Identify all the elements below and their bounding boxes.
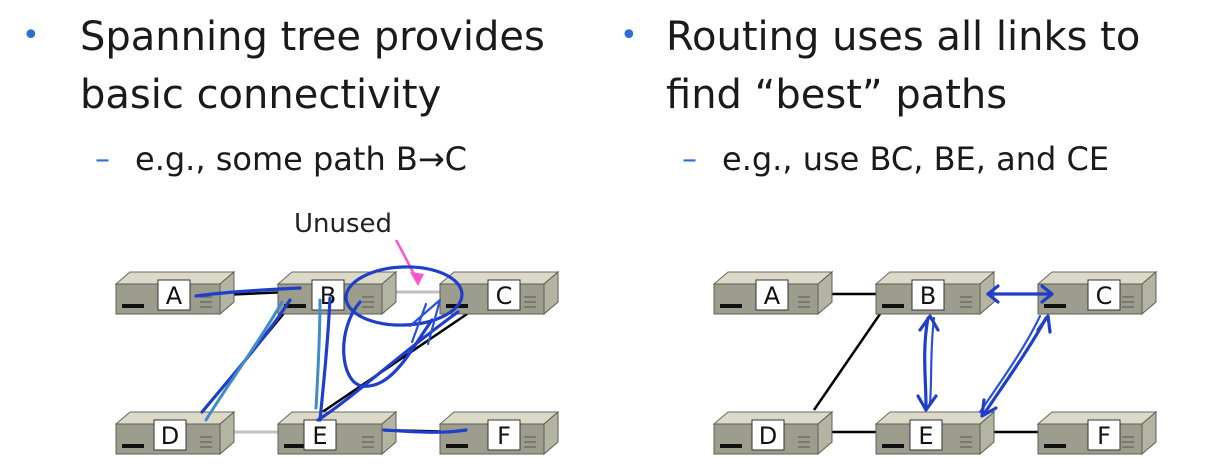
left-heading-line1: Spanning tree provides bbox=[80, 14, 545, 60]
pink-arrowhead-icon bbox=[410, 272, 424, 286]
node-label-e: E bbox=[312, 422, 327, 450]
right-example: e.g., use BC, BE, and CE bbox=[722, 140, 1110, 178]
sub-bullet-dash: – bbox=[95, 142, 110, 177]
link-ce bbox=[317, 310, 471, 417]
unused-annotation: Unused bbox=[294, 209, 392, 239]
node-label-f: F bbox=[1097, 422, 1111, 450]
node-label-e: E bbox=[918, 422, 933, 450]
label-box-d bbox=[751, 419, 785, 451]
bullet-icon: • bbox=[620, 18, 638, 53]
switch-e bbox=[277, 411, 397, 455]
node-label-f: F bbox=[497, 422, 511, 450]
label-box-d bbox=[153, 419, 187, 451]
left-example: e.g., some path B→C bbox=[135, 140, 467, 178]
right-diagram: A B C D E F bbox=[713, 271, 1157, 455]
label-box-a bbox=[157, 279, 191, 311]
left-heading-line2: basic connectivity bbox=[80, 72, 442, 118]
label-box-c bbox=[1087, 279, 1121, 311]
node-label-b: B bbox=[920, 282, 936, 310]
label-box-b bbox=[311, 279, 345, 311]
hand-drawn-arrows bbox=[916, 284, 1054, 418]
label-box-f bbox=[487, 419, 521, 451]
label-box-e bbox=[303, 419, 337, 451]
label-box-f bbox=[1087, 419, 1121, 451]
node-label-d: D bbox=[161, 422, 179, 450]
link-bd bbox=[812, 313, 882, 411]
hand-drawn-ink bbox=[194, 265, 468, 434]
node-label-a: A bbox=[166, 282, 183, 310]
node-label-c: C bbox=[496, 282, 513, 310]
sub-bullet-dash: – bbox=[682, 142, 697, 177]
node-label-b: B bbox=[320, 282, 336, 310]
left-diagram: A B C D E F Unused bbox=[115, 209, 559, 455]
bullet-icon: • bbox=[22, 18, 40, 53]
label-box-a bbox=[755, 279, 789, 311]
node-label-d: D bbox=[759, 422, 777, 450]
node-label-c: C bbox=[1096, 282, 1113, 310]
right-heading-line2: find “best” paths bbox=[666, 72, 1008, 118]
label-box-b bbox=[911, 279, 945, 311]
label-box-c bbox=[487, 279, 521, 311]
label-box-e bbox=[909, 419, 943, 451]
right-heading-line1: Routing uses all links to bbox=[666, 14, 1141, 60]
node-label-a: A bbox=[764, 282, 781, 310]
